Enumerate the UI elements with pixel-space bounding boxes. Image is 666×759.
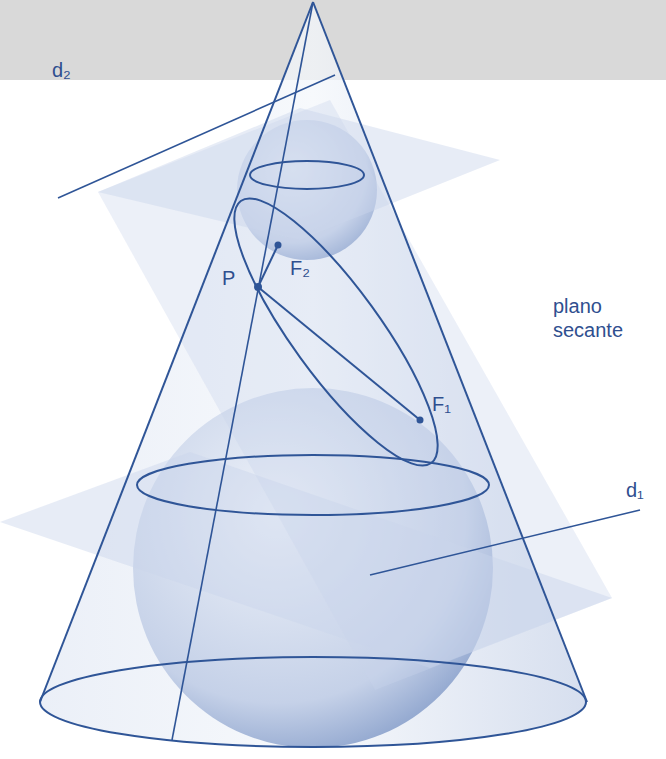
generatrix	[172, 2, 313, 740]
focus-dot	[417, 417, 424, 424]
cone-base	[40, 657, 586, 747]
focal-radius	[258, 287, 420, 420]
focus-label: F₁	[432, 392, 451, 416]
directrix-label: d₂	[52, 58, 71, 82]
lower-contact-circle	[137, 455, 489, 515]
secant-plane	[98, 100, 612, 690]
focus-dot	[275, 242, 282, 249]
point-label: P	[222, 266, 235, 290]
section-ellipse	[205, 175, 467, 489]
upper-contact-circle	[250, 161, 364, 189]
directrix-line	[58, 75, 335, 198]
directrix-line	[370, 510, 640, 575]
focus-label: F₂	[290, 256, 310, 280]
directrix-label: d₁	[626, 478, 644, 502]
focal-radius	[258, 245, 278, 287]
upper-plane	[98, 108, 500, 240]
plane-label: plano secante	[553, 294, 645, 342]
cone-side	[313, 2, 587, 702]
point-dot	[254, 283, 262, 291]
cone-side	[40, 2, 313, 702]
